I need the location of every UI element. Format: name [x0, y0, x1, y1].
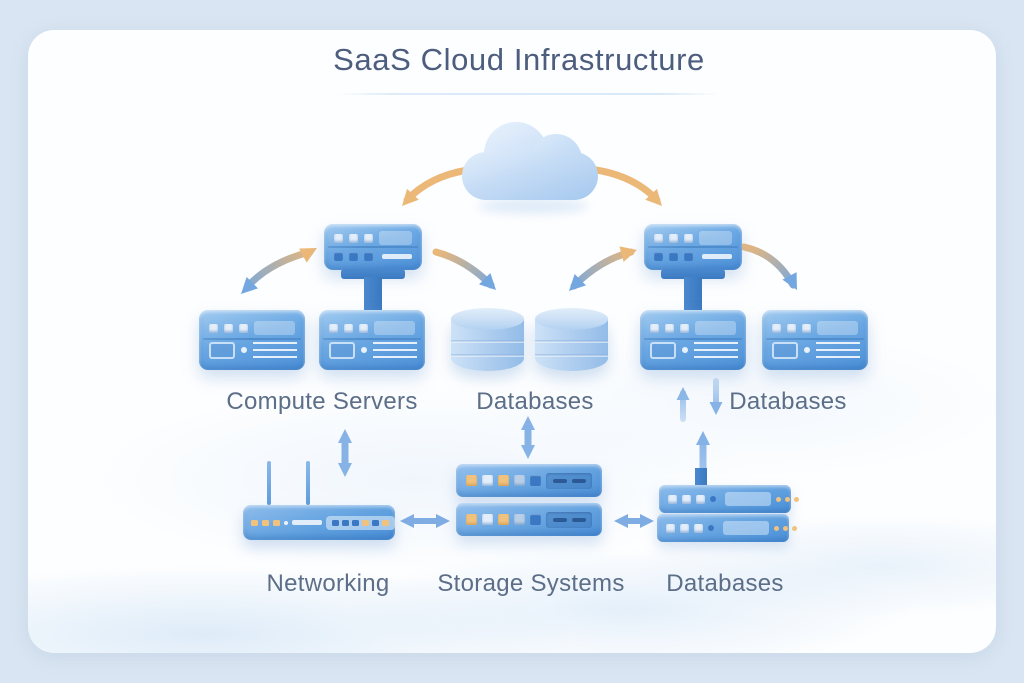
storage-unit-1-icon — [456, 464, 602, 497]
arrow-networking-storage — [400, 514, 450, 528]
compute-servers-label: Compute Servers — [226, 388, 418, 415]
database-rack-unit-1-icon — [659, 485, 799, 513]
router-icon — [243, 461, 395, 540]
database-cylinder-1-icon — [451, 308, 524, 371]
cloud-shadow — [478, 198, 588, 214]
compute-server-2-icon — [319, 310, 425, 370]
databases-bottom-label: Databases — [666, 570, 784, 597]
db-server-1-icon — [640, 310, 746, 370]
database-rack-unit-2-icon — [657, 514, 797, 542]
app-server-right-icon — [644, 224, 742, 313]
db-server-2-icon — [762, 310, 868, 370]
server-stand — [341, 269, 405, 279]
app-server-left-icon — [324, 224, 422, 313]
router-antenna — [306, 461, 310, 505]
compute-server-1-icon — [199, 310, 305, 370]
arrow-databases-right-app-server — [569, 246, 637, 291]
storage-unit-2-icon — [456, 503, 602, 536]
router-antenna — [267, 461, 271, 505]
arrow-cloud-to-right-app-server — [592, 166, 662, 206]
arrow-up-databases-right — [676, 387, 690, 422]
server-stem — [364, 277, 382, 313]
server-stem — [684, 277, 702, 313]
arrow-storage-database-rack — [614, 514, 654, 528]
rack-stem — [695, 468, 707, 488]
database-cylinder-2-icon — [535, 308, 608, 371]
databases-center-label: Databases — [476, 388, 594, 415]
arrow-left-app-server-compute-server — [241, 248, 317, 294]
arrow-left-app-server-to-databases — [432, 248, 496, 290]
server-stand — [661, 269, 725, 279]
arrow-databases-storage-systems — [521, 416, 535, 459]
cloud-base — [462, 152, 598, 200]
title-divider — [337, 93, 719, 95]
page-title: SaaS Cloud Infrastructure — [333, 42, 705, 77]
arrow-cloud-to-left-app-server — [402, 166, 472, 206]
storage-systems-label: Storage Systems — [437, 570, 625, 597]
networking-label: Networking — [266, 570, 390, 597]
cloud-icon — [462, 122, 598, 200]
arrow-right-app-server-to-db-server — [740, 243, 797, 290]
arrow-down-databases-right — [709, 378, 723, 415]
router-ports — [326, 515, 395, 530]
databases-right-label: Databases — [729, 388, 847, 415]
